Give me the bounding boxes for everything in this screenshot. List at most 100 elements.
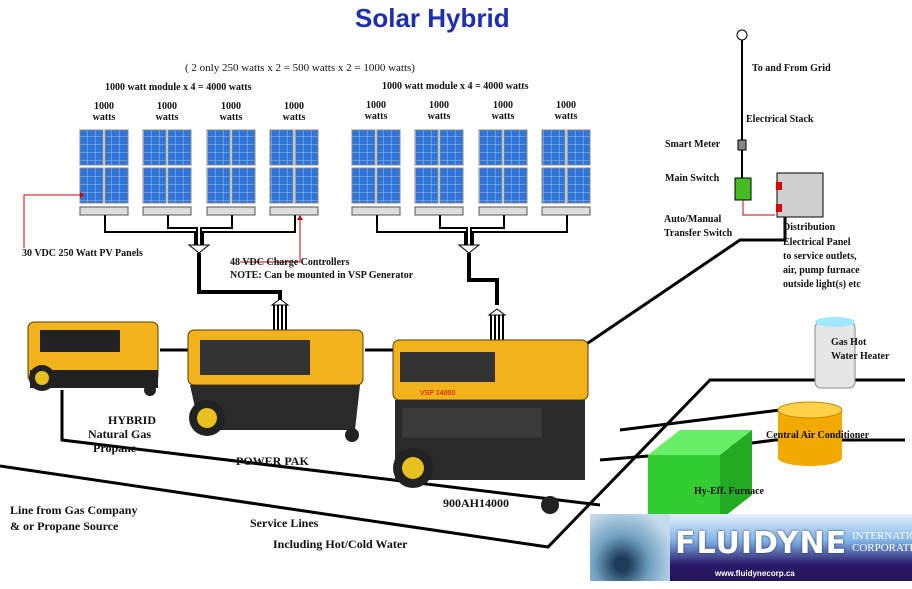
charge-note: NOTE: Can be mounted in VSP Generator — [230, 270, 414, 281]
smart-meter-icon — [737, 139, 747, 151]
logo-corp: INTERNATIONALCORPORATION — [852, 530, 912, 554]
grid-label: To and From Grid — [752, 63, 831, 74]
solar-panel — [376, 129, 401, 166]
module-watts: 1000 — [366, 100, 386, 111]
water-heater-label-2: Water Heater — [831, 351, 890, 362]
module-watts: 1000 — [429, 100, 449, 111]
solar-panel — [79, 167, 104, 204]
module-unit: watts — [427, 111, 451, 122]
solar-panel — [206, 167, 231, 204]
module-watts: 1000 — [94, 101, 114, 112]
hybrid-label-1: HYBRID — [108, 413, 157, 427]
logo-corp-1: INTERNATIONAL — [852, 530, 912, 542]
module-unit: watts — [364, 111, 388, 122]
page-title: Solar Hybrid — [355, 3, 510, 33]
ac-label: Central Air Conditioner — [766, 430, 870, 441]
array-right-label: 1000 watt module x 4 = 4000 watts — [382, 81, 529, 92]
charge-controllers-label: 48 VDC Charge Controllers — [230, 257, 350, 268]
solar-panel — [142, 167, 167, 204]
panel-mount — [414, 206, 464, 216]
panel-mount — [206, 206, 256, 216]
solar-panel — [566, 167, 591, 204]
solar-panel — [167, 167, 192, 204]
panel-mount — [478, 206, 528, 216]
module-watts: 1000 — [284, 101, 304, 112]
connector-bundles — [273, 305, 504, 343]
solar-panel — [104, 167, 129, 204]
service-lines-label-2: Including Hot/Cold Water — [273, 537, 408, 551]
main-switch-label: Main Switch — [665, 173, 720, 184]
solar-panels — [79, 129, 591, 216]
gas-line-label-2: & or Propane Source — [10, 519, 119, 533]
hybrid-label-3: Propane — [93, 441, 137, 455]
module-unit: watts — [554, 111, 578, 122]
solar-panel — [104, 129, 129, 166]
service-lines-label-1: Service Lines — [250, 516, 319, 530]
electrical-stack-label: Electrical Stack — [746, 114, 814, 125]
hybrid-label-2: Natural Gas — [88, 427, 151, 441]
panel-mount — [269, 206, 319, 216]
power-pak-label: POWER PAK — [236, 454, 309, 468]
solar-panel — [414, 129, 439, 166]
solar-panel — [541, 129, 566, 166]
solar-panel — [376, 167, 401, 204]
water-drop-icon — [590, 514, 670, 581]
module-unit: watts — [155, 112, 179, 123]
solar-panel — [439, 167, 464, 204]
module-watts: 1000 — [556, 100, 576, 111]
pv-panels-label: 30 VDC 250 Watt PV Panels — [22, 248, 143, 259]
module-unit: watts — [92, 112, 116, 123]
gas-line-label-1: Line from Gas Company — [10, 503, 138, 517]
module-unit: watts — [219, 112, 243, 123]
module-unit: watts — [491, 111, 515, 122]
solar-panel — [541, 167, 566, 204]
solar-panel — [566, 129, 591, 166]
furnace-icon — [648, 430, 752, 520]
distribution-label-5: outside light(s) etc — [783, 279, 861, 290]
panel-mount — [541, 206, 591, 216]
solar-panel — [439, 129, 464, 166]
solar-panel — [478, 129, 503, 166]
panel-mount — [351, 206, 401, 216]
panel-mount — [142, 206, 192, 216]
smart-meter-label: Smart Meter — [665, 139, 721, 150]
solar-panel — [269, 167, 294, 204]
logo-brand: FLUIDYNE — [675, 526, 848, 561]
distribution-label-2: Electrical Panel — [783, 237, 851, 248]
solar-panel — [206, 129, 231, 166]
solar-panel — [414, 167, 439, 204]
main-switch-icon — [734, 177, 752, 201]
module-watts: 1000 — [493, 100, 513, 111]
solar-panel — [503, 129, 528, 166]
solar-panel — [478, 167, 503, 204]
module-watts: 1000 — [157, 101, 177, 112]
solar-panel — [142, 129, 167, 166]
logo-url: www.fluidynecorp.ca — [715, 569, 795, 578]
solar-panel — [503, 167, 528, 204]
distribution-label-4: air, pump furnace — [783, 265, 860, 276]
solar-panel — [351, 167, 376, 204]
distribution-panel-icon — [776, 172, 824, 218]
water-heater-icon — [814, 317, 856, 389]
furnace-label: Hy-Eff. Furnace — [694, 486, 764, 497]
vsp-generator-icon: VSP 14000 — [392, 339, 589, 514]
power-pak-generator-icon — [187, 329, 364, 442]
hybrid-generator-icon — [27, 321, 159, 396]
transfer-switch-label-2: Transfer Switch — [664, 228, 733, 239]
fluidyne-logo: FLUIDYNE INTERNATIONALCORPORATION www.fl… — [590, 514, 912, 581]
panel-note: ( 2 only 250 watts x 2 = 500 watts x 2 =… — [185, 62, 415, 74]
logo-corp-2: CORPORATION — [852, 542, 912, 555]
solar-panel — [79, 129, 104, 166]
solar-panel — [351, 129, 376, 166]
solar-panel — [294, 167, 319, 204]
